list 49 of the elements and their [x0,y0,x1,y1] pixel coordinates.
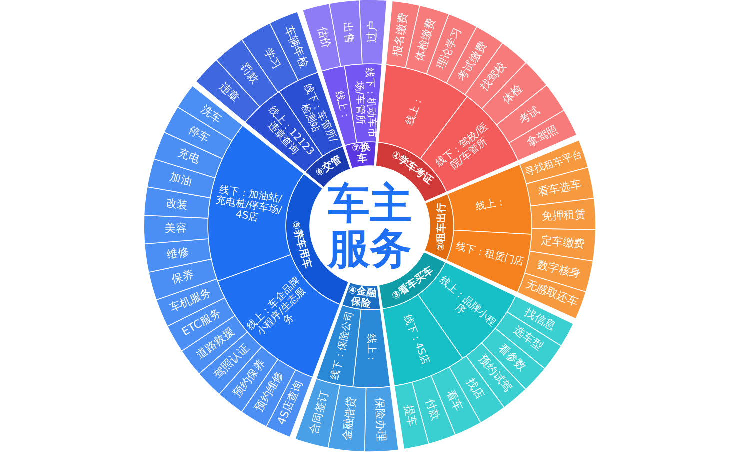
channel-label: 线下：保险公司 [330,310,356,382]
service-label: 加油 [168,170,195,191]
service-label: 充电 [175,145,202,168]
service-label: 看车选车 [536,177,584,201]
service-segment [216,39,279,108]
channel-label: 线上：车企品牌小程序/生态服务 [246,276,310,341]
service-segment [364,386,399,452]
channel-label: 线下：加油站/充电桩/停车场/4S店 [214,184,284,227]
category-label: ②租车出行 [436,202,448,252]
channel-label: 线上：品牌小程序 [436,274,498,330]
service-label: 体检缴费 [411,16,438,63]
service-label: 维修 [165,244,191,264]
service-label: 保养 [170,267,196,288]
service-segment [359,0,387,65]
service-segment [196,60,261,123]
service-label: 数字核身 [536,256,584,280]
channel-label: 线下：4S店 [400,312,432,369]
service-label: 改装 [164,195,190,214]
channel-segment [353,309,391,388]
service-label: 美容 [164,222,188,236]
channel-label: 线下：租赁门店 [454,241,525,269]
service-label: 报名缴费 [390,10,412,60]
service-label: 金融借贷 [340,395,359,444]
service-label: 保险办理 [372,396,388,444]
service-label: 免押租赁 [540,208,587,224]
category-label: ⑤养车用车 [288,220,312,270]
service-segment [144,187,211,219]
service-label: 付款 [422,396,444,424]
channel-label: 线上： [365,332,378,366]
category-label: ⑥交管 [314,154,344,180]
service-label: 过户 [366,20,380,46]
service-label: 定车缴费 [540,234,587,252]
service-segment [329,0,363,67]
service-segment [144,215,209,245]
category-label: ⑦换车 [350,142,372,167]
service-label: 看车 [443,388,466,416]
category-label: ④金融保险 [347,284,379,310]
service-label: 找店 [464,376,488,404]
service-label: 估价 [314,24,334,52]
channel-label: 线下：机动车市场/车管所 [352,68,378,139]
service-label: 合同签订 [306,389,332,438]
service-label: 出售 [340,20,358,47]
channel-label: 线下：驾校/医院/车管所 [434,120,492,174]
channel-label: 线上： [474,196,508,216]
center-title: 车主服务 [326,180,413,272]
service-segment [530,198,596,230]
channel-label: 线上： [403,94,426,130]
service-label: 提车 [401,402,420,430]
channel-label: 线上： [332,89,352,124]
